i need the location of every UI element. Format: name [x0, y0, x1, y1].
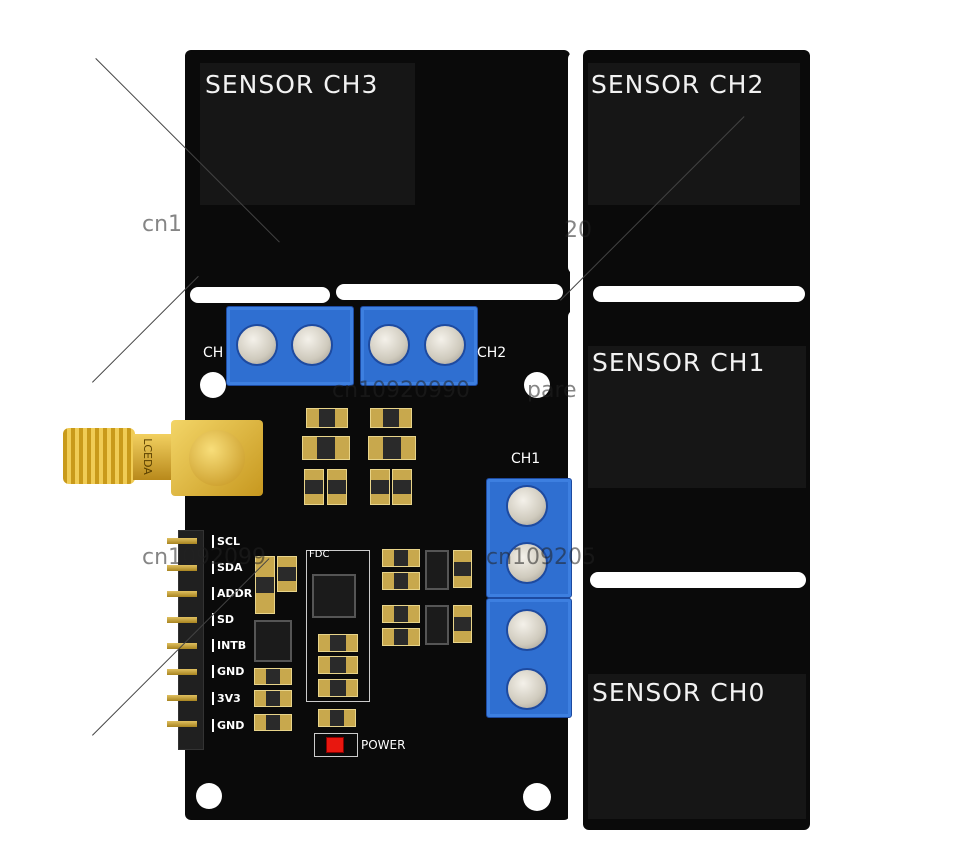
connector-label-ch1: CH1: [511, 451, 541, 467]
smd-cap-4: [327, 469, 347, 505]
header-pin-3: [167, 591, 197, 597]
sensor-pad-ch3: [200, 63, 415, 205]
pin-label-intb: INTB: [212, 639, 246, 652]
watermark-text-3: cn10920990: [332, 378, 471, 403]
pin-label-scl: SCL: [212, 535, 240, 548]
header-pin-4: [167, 617, 197, 623]
power-label: POWER: [361, 738, 406, 752]
smd-left-5: [254, 714, 292, 731]
sensor-label-ch1: SENSOR CH1: [592, 348, 766, 377]
smd-fdc-2: [318, 656, 358, 674]
smd-mid-5: [382, 628, 420, 646]
pin-label-sd: SD: [212, 613, 234, 626]
header-pin-1: [167, 538, 197, 544]
pin-label-gnd-2: GND: [212, 719, 244, 732]
smd-fdc-3: [318, 679, 358, 697]
watermark-text-2: cn1092099: [142, 545, 267, 570]
mounting-hole-top-left: [200, 372, 226, 398]
smd-mid-1: [382, 549, 420, 567]
watermark-text-6: 20: [564, 218, 592, 243]
watermark-text-4: cn109205: [486, 545, 597, 570]
power-led: [326, 737, 344, 753]
smd-cap-6: [392, 469, 412, 505]
watermark-line-3: [92, 275, 199, 383]
smd-mid-4: [382, 605, 420, 623]
transistor-2: [425, 605, 449, 645]
sensor-pad-ch0: [588, 674, 806, 819]
smd-mid-6: [453, 605, 472, 643]
mounting-hole-top-right: [524, 372, 550, 398]
pin-label-sda: SDA: [212, 561, 243, 574]
mounting-hole-bottom-right: [523, 783, 551, 811]
smd-fdc-1: [318, 634, 358, 652]
header-pin-8: [167, 721, 197, 727]
connector-label-ch2: CH2: [477, 345, 507, 361]
smd-left-4: [254, 690, 292, 707]
screw-ch1-b: [506, 542, 548, 584]
transistor-1: [425, 550, 449, 590]
watermark-text-1: cn1: [142, 212, 183, 237]
smd-cap-5: [370, 469, 390, 505]
slot-vertical-top: [568, 52, 582, 274]
sma-connector: LCEDA: [63, 420, 263, 496]
sensor-pad-ch1: [588, 346, 806, 488]
smd-left-1: [255, 556, 275, 614]
header-pin-6: [167, 669, 197, 675]
smd-cap-2: [368, 436, 416, 460]
sensor-label-ch2: SENSOR CH2: [591, 70, 765, 99]
smd-left-3: [254, 668, 292, 685]
smd-mid-2: [382, 572, 420, 590]
screw-ch2-b: [424, 324, 466, 366]
slot-horizontal-right-top: [593, 286, 805, 302]
sensor-pad-ch2: [588, 63, 800, 205]
smd-resistor-1: [306, 408, 348, 428]
connector-label-left: CH: [203, 345, 224, 361]
sensor-label-ch3: SENSOR CH3: [205, 70, 379, 99]
header-pin-7: [167, 695, 197, 701]
screw-ch0-a: [506, 609, 548, 651]
pin-label-gnd-1: GND: [212, 665, 244, 678]
smd-left-2: [277, 556, 297, 592]
inductor: [254, 620, 292, 662]
smd-resistor-2: [370, 408, 412, 428]
sma-silk-text: LCEDA: [140, 438, 154, 475]
pin-label-3v3: 3V3: [212, 692, 241, 705]
mounting-hole-bottom-left: [196, 783, 222, 809]
screw-ch2-a: [368, 324, 410, 366]
watermark-text-5: pare: [527, 378, 577, 403]
fdc-chip: [312, 574, 356, 618]
slot-horizontal-mid: [336, 284, 563, 300]
smd-cap-3: [304, 469, 324, 505]
sensor-label-ch0: SENSOR CH0: [592, 678, 766, 707]
screw-ch3-b: [291, 324, 333, 366]
fdc-outline: [306, 550, 370, 702]
slot-horizontal-right-bottom: [590, 572, 806, 588]
smd-cap-1: [302, 436, 350, 460]
led-outline: [314, 733, 358, 757]
smd-power-1: [318, 709, 356, 727]
screw-ch0-b: [506, 668, 548, 710]
fdc-chip-label: FDC: [309, 549, 330, 560]
header-pin-2: [167, 565, 197, 571]
smd-mid-3: [453, 550, 472, 588]
screw-ch1-a: [506, 485, 548, 527]
slot-horizontal-left: [190, 287, 330, 303]
screw-ch3-a: [236, 324, 278, 366]
